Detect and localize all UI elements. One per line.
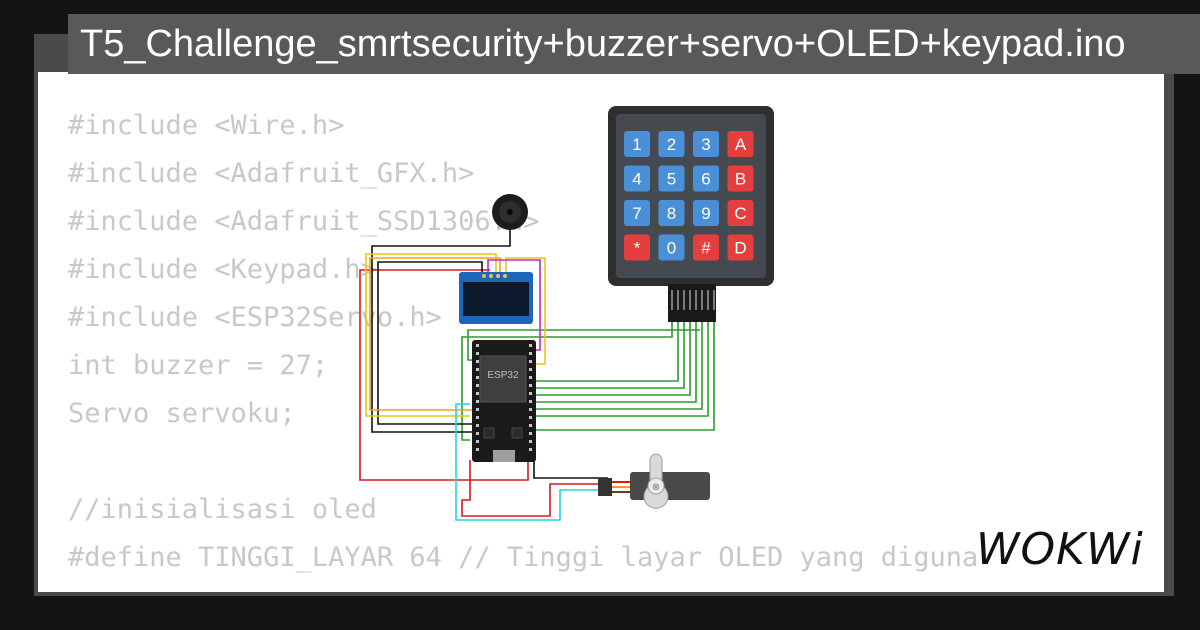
buzzer[interactable] <box>492 194 528 230</box>
oled-display[interactable] <box>459 272 533 324</box>
keypad-key[interactable] <box>658 200 685 226</box>
keypad-key-label: 1 <box>632 135 641 154</box>
project-preview-card[interactable]: #include <Wire.h> #include <Adafruit_GFX.… <box>38 72 1164 592</box>
keypad-key-label: 7 <box>632 204 641 223</box>
keypad-key-label: 0 <box>667 239 676 258</box>
keypad-key[interactable] <box>693 234 719 261</box>
title-bar: T5_Challenge_smrtsecurity+buzzer+servo+O… <box>68 14 1200 74</box>
keypad-key-label: D <box>734 239 746 258</box>
keypad[interactable]: 1 2 3 A 4 5 6 B 7 8 9 C * 0 # D <box>608 106 774 322</box>
keypad-key[interactable] <box>658 234 685 261</box>
code-line: #define LEBAR_LAYAR 128 // Lebar layar O… <box>68 582 1011 592</box>
wokwi-logo: WOKWi <box>976 524 1144 575</box>
keypad-key[interactable] <box>693 200 719 226</box>
keypad-key-label: * <box>634 239 641 258</box>
keypad-wires <box>461 320 715 441</box>
code-line: #include <Wire.h> <box>68 110 345 141</box>
svg-text:⊗: ⊗ <box>652 482 660 493</box>
keypad-key[interactable] <box>624 234 650 261</box>
keypad-key-label: 5 <box>667 170 676 189</box>
code-line: Servo servoku; <box>68 398 296 429</box>
keypad-key[interactable] <box>624 131 650 157</box>
code-line: //inisialisasi oled <box>68 494 377 525</box>
keypad-key-label: A <box>735 135 747 154</box>
keypad-key-label: 6 <box>701 170 710 189</box>
keypad-key-label: C <box>734 204 746 223</box>
keypad-key-label: 9 <box>701 204 710 223</box>
keypad-key[interactable] <box>693 165 719 192</box>
keypad-key[interactable] <box>727 165 754 192</box>
keypad-key-label: 8 <box>667 204 676 223</box>
wires <box>359 226 715 521</box>
keypad-key-label: 3 <box>701 135 710 154</box>
keypad-key[interactable] <box>658 131 685 157</box>
keypad-key-label: # <box>701 239 711 258</box>
keypad-key[interactable] <box>658 165 685 192</box>
code-preview: #include <Wire.h> #include <Adafruit_GFX.… <box>68 102 1011 592</box>
code-line: int buzzer = 27; <box>68 350 329 381</box>
code-line: #define TINGGI_LAYAR 64 // Tinggi layar … <box>68 542 979 573</box>
keypad-key-label: B <box>735 170 746 189</box>
keypad-key-label: 4 <box>632 170 641 189</box>
keypad-key[interactable] <box>727 234 754 261</box>
code-line: #include <Adafruit_SSD1306.h> <box>68 206 540 237</box>
esp32-label: ESP32 <box>487 370 519 381</box>
project-title: T5_Challenge_smrtsecurity+buzzer+servo+O… <box>80 23 1126 65</box>
keypad-key[interactable] <box>624 200 650 226</box>
code-line: #include <Keypad.h> <box>68 254 377 285</box>
code-line: #include <ESP32Servo.h> <box>68 302 442 333</box>
servo-motor[interactable]: ⊗ <box>598 453 710 509</box>
keypad-key[interactable] <box>624 165 650 192</box>
keypad-key[interactable] <box>693 131 719 157</box>
keypad-key[interactable] <box>727 131 754 157</box>
keypad-key-label: 2 <box>667 135 676 154</box>
code-line: #include <Adafruit_GFX.h> <box>68 158 475 189</box>
esp32-board[interactable]: ESP32 <box>472 340 536 462</box>
power-wires <box>359 269 610 517</box>
keypad-key[interactable] <box>727 200 754 226</box>
